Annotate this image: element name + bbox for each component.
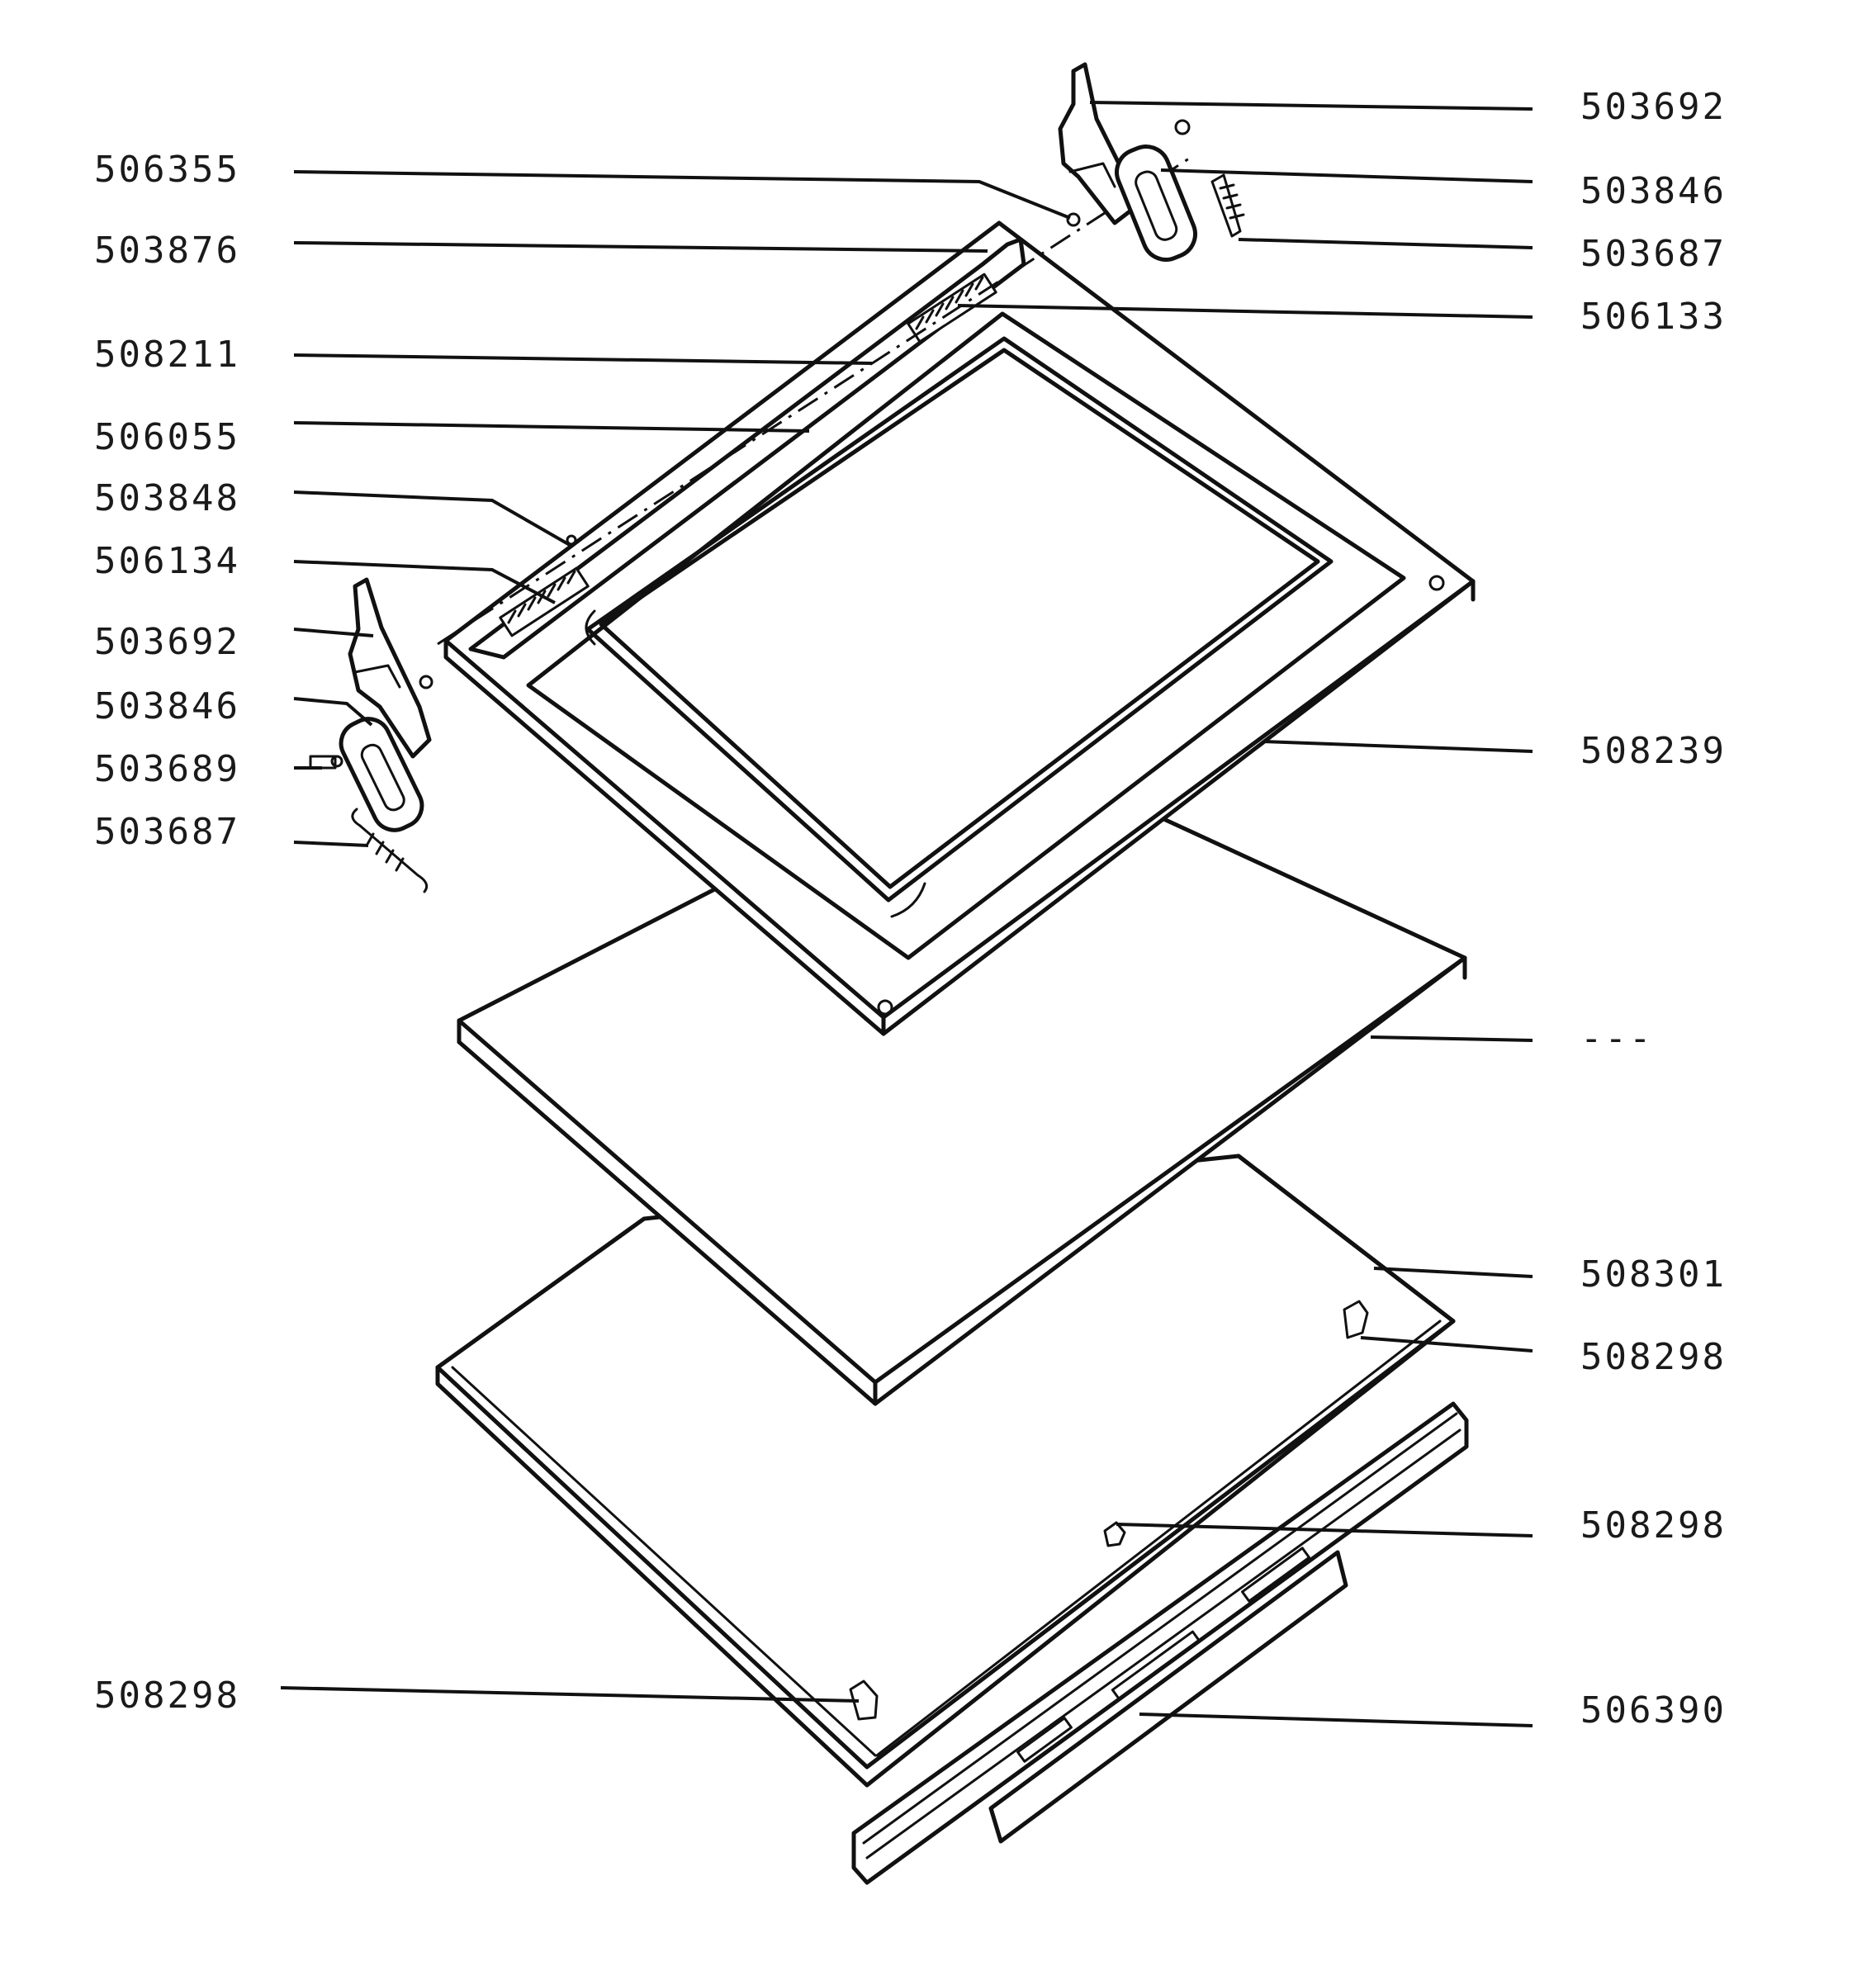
- part-label-right-6: ---: [1580, 1017, 1654, 1059]
- hinge-plate-left: [339, 717, 424, 832]
- screw-left: [566, 534, 577, 546]
- inner-door-panel: [437, 157, 1476, 1036]
- part-label-left-8: 503846: [94, 685, 240, 727]
- part-label-left-11: 508298: [94, 1675, 240, 1717]
- part-label-right-9: 508298: [1580, 1504, 1727, 1547]
- hinge-left: [348, 577, 432, 759]
- pin-left: [309, 755, 343, 770]
- part-label-left-5: 503848: [94, 477, 240, 519]
- spring-left: [351, 808, 429, 893]
- part-label-right-7: 508301: [1580, 1253, 1727, 1296]
- clip-lower-left: [849, 1679, 879, 1721]
- part-label-right-8: 508298: [1580, 1336, 1727, 1378]
- part-label-right-4: 506133: [1580, 296, 1727, 338]
- clip-middle: [1103, 1521, 1126, 1547]
- part-label-right-1: 503692: [1580, 86, 1727, 128]
- part-label-left-10: 503687: [94, 811, 240, 853]
- spring-right: [1210, 173, 1245, 238]
- part-label-left-3: 508211: [94, 334, 240, 376]
- leader-lines: [280, 101, 1533, 1727]
- rear-frame: [435, 1154, 1456, 1788]
- part-label-left-9: 503689: [94, 748, 240, 790]
- part-label-left-1: 506355: [94, 149, 240, 191]
- screw-right: [1174, 119, 1191, 135]
- part-label-left-2: 503876: [94, 230, 240, 272]
- hinge-right: [1058, 62, 1139, 225]
- part-label-right-10: 506390: [1580, 1689, 1727, 1732]
- part-label-right-5: 508239: [1580, 730, 1727, 772]
- hinge-plate-right: [1115, 144, 1197, 262]
- washer-right: [1066, 212, 1081, 227]
- part-label-left-7: 503692: [94, 621, 240, 663]
- clip-upper-right: [1343, 1300, 1369, 1339]
- hinge-spring-top: [907, 272, 997, 343]
- bottom-trim-rail: [851, 1401, 1469, 1885]
- part-label-left-4: 506055: [94, 416, 240, 458]
- part-label-right-3: 503687: [1580, 233, 1727, 275]
- washer-left: [419, 675, 433, 689]
- part-label-left-6: 506134: [94, 540, 240, 582]
- part-label-right-2: 503846: [1580, 170, 1727, 212]
